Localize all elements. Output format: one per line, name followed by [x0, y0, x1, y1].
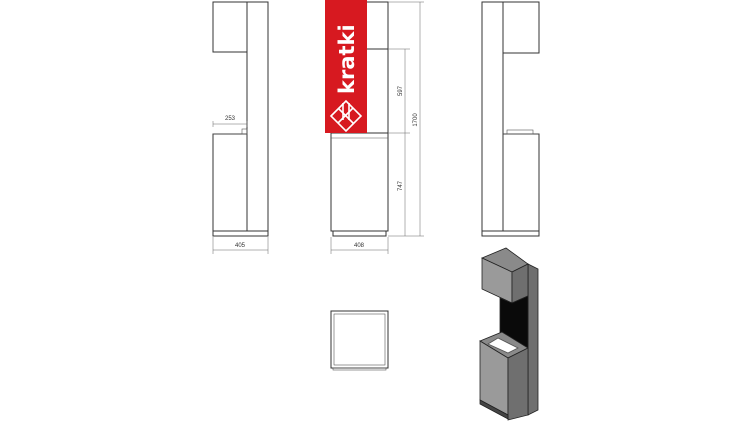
left-side-view: 253 405 — [212, 1, 269, 254]
isometric-view — [479, 247, 539, 421]
top-view — [330, 310, 389, 371]
logo-background — [325, 0, 367, 133]
kratki-logo: kratki — [325, 0, 367, 133]
logo-text: kratki — [335, 24, 359, 94]
dim-597-label: 597 — [398, 85, 404, 96]
logo-mark-icon — [329, 99, 363, 133]
dim-408-label: 408 — [354, 243, 365, 249]
dim-1700-label: 1700 — [413, 113, 419, 127]
dim-253-label: 253 — [225, 116, 236, 122]
right-side-view — [481, 1, 540, 237]
dim-405-label: 405 — [235, 243, 246, 249]
front-view: 408 597 747 1700 — [330, 1, 424, 254]
dim-747-label: 747 — [398, 180, 404, 191]
